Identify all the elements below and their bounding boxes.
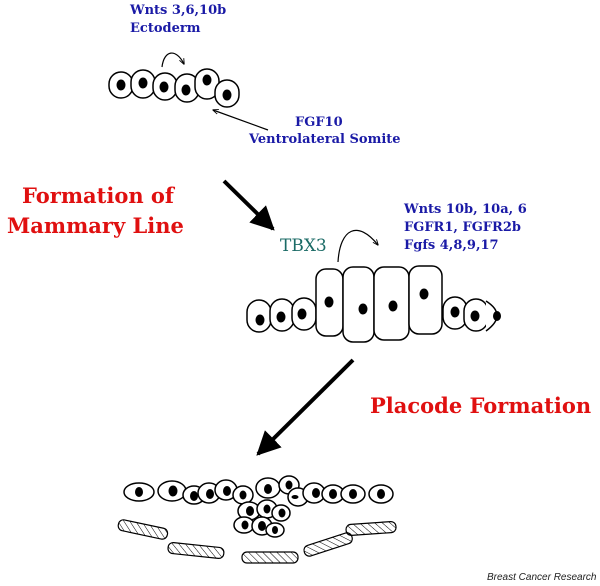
cell-nucleus <box>190 491 198 501</box>
source-credit: Breast Cancer Research <box>487 572 597 583</box>
progression-arrow-1 <box>222 179 275 231</box>
cell-nucleus <box>168 485 178 497</box>
cell-nucleus <box>135 487 143 497</box>
cell-nucleus <box>276 311 286 323</box>
mammary-line-cells <box>246 265 501 343</box>
mesenchymal-cell <box>303 532 353 557</box>
cell-nucleus <box>258 521 266 531</box>
cell-nucleus <box>241 520 249 530</box>
cell-nucleus <box>181 84 191 96</box>
cell-nucleus <box>272 526 278 534</box>
fgf10-label: FGF10 <box>295 115 343 130</box>
cell-nucleus <box>419 288 429 300</box>
formation-mammary-line-label-1: Formation of <box>22 183 174 208</box>
cell-nucleus <box>450 306 460 318</box>
cell-nucleus <box>291 495 299 499</box>
cell-nucleus <box>255 314 265 326</box>
progression-arrow-2 <box>256 358 355 456</box>
cell-nucleus <box>297 308 307 320</box>
wnt-signal-arrow <box>161 52 184 68</box>
cell-nucleus <box>222 89 232 101</box>
cell-nucleus <box>264 484 272 494</box>
cell-nucleus <box>358 303 368 315</box>
ectoderm-wnts-label: Wnts 3,6,10b <box>130 3 227 18</box>
cell-nucleus <box>239 490 247 500</box>
cell-nucleus <box>159 81 169 93</box>
formation-mammary-line-label-2: Mammary Line <box>7 213 184 238</box>
ectoderm-label: Ectoderm <box>130 21 201 36</box>
mesenchymal-cell <box>241 551 299 564</box>
cell-nucleus <box>278 508 286 518</box>
cell-nucleus <box>206 489 214 499</box>
cell-nucleus <box>493 311 501 321</box>
mesenchymal-cell <box>117 519 169 540</box>
fgf10-signal-arrow <box>213 110 269 131</box>
tbx3-label: TBX3 <box>280 236 327 256</box>
cell-nucleus <box>329 489 337 499</box>
cell-nucleus <box>246 506 254 516</box>
placode-formation-label: Placode Formation <box>370 393 592 418</box>
cell-nucleus <box>470 310 480 322</box>
cell-nucleus <box>223 486 231 496</box>
fgfr-label: FGFR1, FGFR2b <box>404 220 521 235</box>
tbx3-signal-arrow <box>337 229 378 263</box>
ectoderm-cells <box>108 68 240 108</box>
cell-nucleus <box>263 504 271 514</box>
cell-nucleus <box>349 489 357 499</box>
cell-nucleus <box>285 480 293 490</box>
placode-cells <box>123 475 394 538</box>
somite-label: Ventrolateral Somite <box>249 132 401 147</box>
cell-nucleus <box>377 489 385 499</box>
mesenchyme-cells <box>117 519 397 564</box>
cell-nucleus <box>202 74 212 86</box>
elongated-cell <box>342 266 375 343</box>
mesenchymal-cell <box>345 521 397 536</box>
cell-nucleus <box>388 300 398 312</box>
mesenchymal-cell <box>167 541 225 559</box>
wnts-10b-label: Wnts 10b, 10a, 6 <box>404 202 527 217</box>
cell-nucleus <box>138 77 148 89</box>
cell-nucleus <box>324 296 334 308</box>
elongated-cell <box>408 265 443 335</box>
cell-nucleus <box>116 79 126 91</box>
cell-nucleus <box>312 488 320 498</box>
fgfs-label: Fgfs 4,8,9,17 <box>404 238 499 253</box>
